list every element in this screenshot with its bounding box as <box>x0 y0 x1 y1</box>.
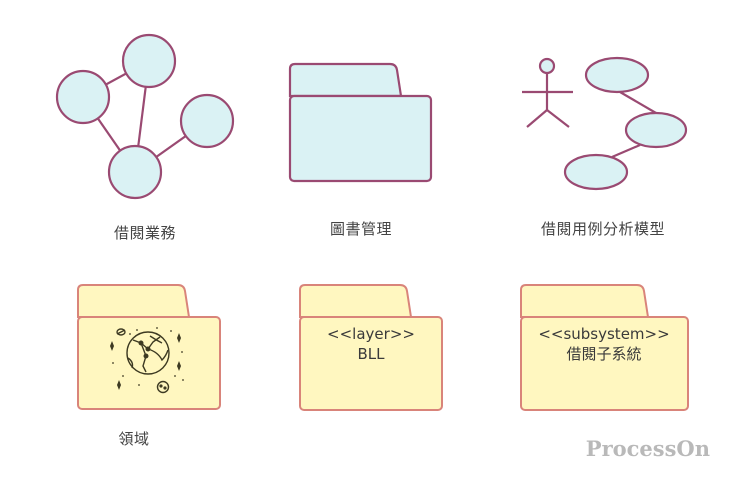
graph-node <box>121 33 177 89</box>
package-tab <box>77 284 191 318</box>
graph-node <box>107 144 163 200</box>
folder-body <box>288 94 433 183</box>
association-line <box>619 91 657 114</box>
package-body <box>520 316 689 411</box>
processon-watermark: ProcessOn <box>585 436 710 461</box>
domain-package-caption: 領域 <box>118 430 150 448</box>
package-tab <box>299 284 413 318</box>
package-body <box>299 316 443 411</box>
network-graph-icon <box>55 33 235 200</box>
network-graph-label: 借閱業務 <box>113 224 177 242</box>
bll-layer-package[interactable] <box>299 284 443 411</box>
use-case-model-icon <box>522 56 688 191</box>
bll-package-text: <<layer>> BLL <box>327 324 415 364</box>
domain-package[interactable] <box>77 284 221 410</box>
borrow-subsystem-package[interactable] <box>520 284 689 411</box>
use-case-ellipse <box>563 153 629 191</box>
bll-stereotype: <<layer>> <box>327 325 415 343</box>
globe-stars-icon <box>110 327 184 394</box>
graph-node <box>179 93 235 149</box>
package-body <box>77 316 221 410</box>
bll-title: BLL <box>357 345 385 363</box>
association-line <box>611 143 641 159</box>
subsystem-title: 借閱子系統 <box>566 345 642 363</box>
subsystem-package-text: <<subsystem>> 借閱子系統 <box>538 324 669 364</box>
actor-icon <box>522 57 573 128</box>
folder-tab <box>288 62 403 98</box>
package-tab <box>520 284 650 318</box>
folder-package-label: 圖書管理 <box>329 220 393 238</box>
subsystem-stereotype: <<subsystem>> <box>538 325 670 343</box>
use-case-model-label: 借閱用例分析模型 <box>540 220 666 238</box>
folder-package-icon <box>288 62 433 183</box>
use-case-ellipse <box>624 111 688 149</box>
graph-node <box>55 69 111 125</box>
use-case-ellipse <box>584 56 650 94</box>
